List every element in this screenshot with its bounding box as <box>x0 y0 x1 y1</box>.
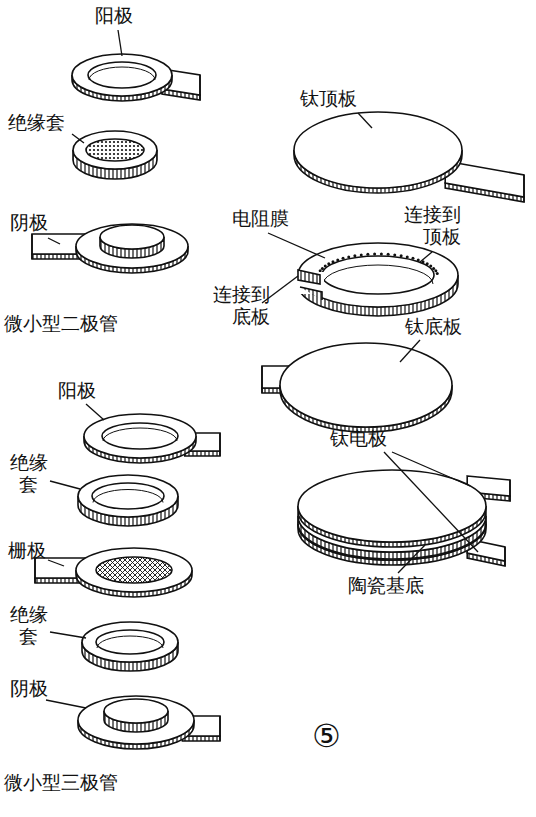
titanium-top-plate <box>294 112 524 202</box>
part-label: 钛顶板 <box>300 88 357 110</box>
part-label: 陶瓷基底 <box>348 575 424 597</box>
part-label: 阳极 <box>58 380 96 402</box>
leader-line <box>398 545 425 573</box>
leader-line <box>384 452 478 552</box>
leader-lines <box>46 30 478 708</box>
insulating-sleeve <box>73 131 157 179</box>
part-label: 阴极 <box>10 212 48 234</box>
cathode-plate <box>32 224 188 273</box>
top-electrode <box>298 470 510 547</box>
part-label: 钛底板 <box>405 316 462 338</box>
part-label: 微小型三极管 <box>4 772 118 794</box>
leader-line <box>420 252 432 262</box>
part-label: 栅极 <box>8 540 46 562</box>
part-label: 连接到 顶板 <box>396 204 461 248</box>
resistance-ring <box>294 243 458 316</box>
part-label: 电阻膜 <box>232 208 289 230</box>
figure-number: ⑤ <box>312 718 341 755</box>
part-label: 阴极 <box>10 678 48 700</box>
part-label: 阳极 <box>95 5 133 27</box>
leader-line <box>48 560 64 566</box>
anode-plate <box>72 54 200 101</box>
insulating-sleeve <box>82 622 178 671</box>
leader-line <box>86 404 104 420</box>
insulating-sleeve <box>78 475 178 526</box>
grid-plate <box>35 548 192 597</box>
leader-line <box>268 233 325 258</box>
leader-line <box>392 452 470 486</box>
part-label: 微小型二极管 <box>4 313 118 335</box>
part-label: 绝缘套 <box>8 112 65 134</box>
cathode-plate <box>78 696 220 749</box>
part-label: 绝缘 套 <box>6 452 52 496</box>
part-label: 连接到 底板 <box>205 284 270 328</box>
part-label: 钛电极 <box>330 428 387 450</box>
leader-line <box>46 700 86 708</box>
leader-line <box>50 632 86 638</box>
part-label: 绝缘 套 <box>6 604 52 648</box>
leader-line <box>358 113 372 128</box>
leader-line <box>48 238 60 244</box>
titanium-bottom-plate <box>262 343 452 432</box>
leader-line <box>400 340 420 362</box>
exploded-parts <box>32 54 524 749</box>
leader-line <box>118 30 122 56</box>
anode-plate <box>84 414 220 463</box>
leader-line <box>50 481 80 489</box>
leader-line <box>72 134 84 143</box>
